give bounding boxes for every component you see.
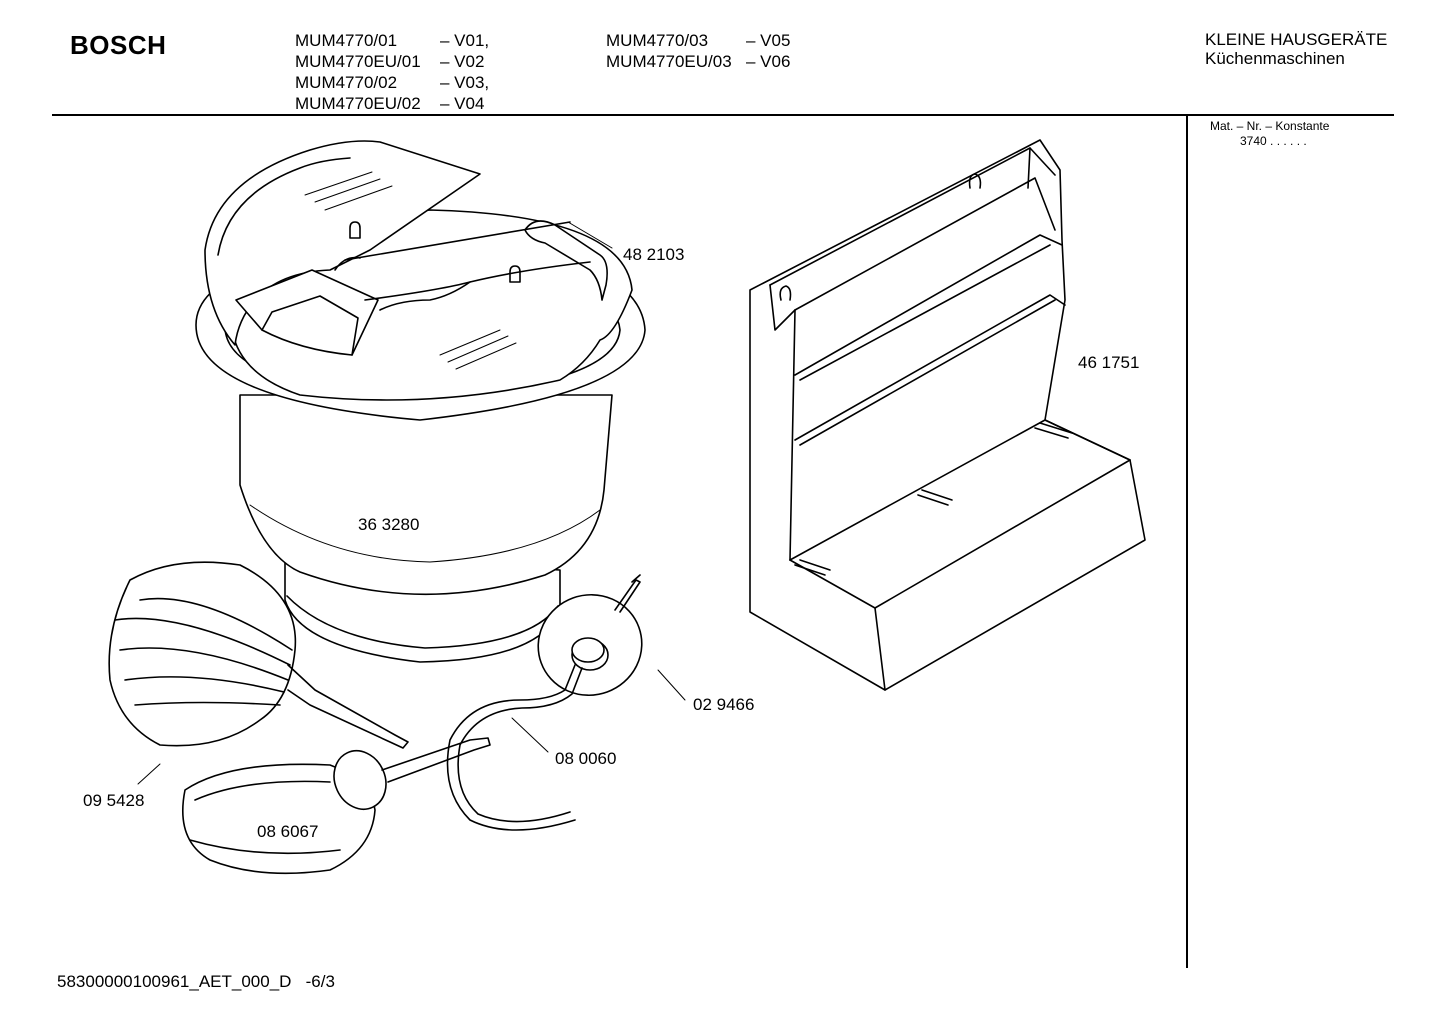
part-label-kneading-hook-small: 08 0060 — [555, 749, 616, 768]
model-version: – V05 — [746, 31, 791, 50]
category-subtitle: Küchenmaschinen — [1205, 49, 1345, 68]
model-row: MUM4770EU/02 – V04 — [295, 93, 489, 114]
model-list-left: MUM4770/01 – V01, MUM4770EU/01 – V02 MUM47… — [295, 30, 489, 114]
material-info: Mat. – Nr. – Konstante 3740 . . . . . . — [1210, 119, 1329, 149]
model-version: – V06 — [746, 52, 791, 71]
model-row: MUM4770EU/01 – V02 — [295, 51, 489, 72]
model-row: MUM4770/01 – V01, — [295, 30, 489, 51]
model-list-right: MUM4770/03 – V05 MUM4770EU/03 – V06 — [606, 30, 790, 72]
leader-lines — [137, 221, 686, 785]
part-label-whisk: 09 5428 — [83, 791, 144, 810]
category-title: KLEINE HAUSGERÄTE — [1205, 30, 1388, 49]
material-label: Mat. – Nr. – Konstante — [1210, 119, 1330, 133]
kneading-hook-drawing — [182, 737, 491, 875]
model-version: – V03, — [440, 73, 490, 92]
sidebar-divider — [1186, 116, 1188, 968]
part-label-lid: 48 2103 — [623, 245, 684, 264]
brand-logo: BOSCH — [70, 30, 167, 60]
whisk-drawing — [108, 561, 409, 749]
model-version: – V01, — [440, 31, 490, 50]
model-code: MUM4770/03 — [606, 31, 709, 50]
disc-whisk-drawing — [446, 574, 643, 831]
lid-drawing — [204, 140, 633, 401]
model-row: MUM4770EU/03 – V06 — [606, 51, 790, 72]
category: KLEINE HAUSGERÄTE Küchenmaschinen — [1205, 30, 1387, 68]
model-code: MUM4770/01 — [295, 31, 398, 50]
header-divider — [52, 114, 1394, 116]
model-code: MUM4770EU/03 — [606, 52, 732, 71]
exploded-parts-drawing: 48 2103 36 3280 46 1751 02 9466 08 0060 … — [83, 139, 1146, 875]
rack-drawing — [749, 139, 1146, 691]
page-number: -6/3 — [305, 972, 335, 991]
model-code: MUM4770EU/01 — [295, 52, 421, 71]
model-version: – V04 — [440, 94, 485, 113]
model-code: MUM4770/02 — [295, 73, 398, 92]
model-row: MUM4770/02 – V03, — [295, 72, 489, 93]
part-label-bowl: 36 3280 — [358, 515, 419, 534]
document-id: 58300000100961_AET_000_D — [57, 972, 292, 991]
model-code: MUM4770EU/02 — [295, 94, 421, 113]
document-footer: 58300000100961_AET_000_D -6/3 — [57, 972, 335, 992]
part-label-rack: 46 1751 — [1078, 353, 1139, 372]
part-label-disc-whisk: 02 9466 — [693, 695, 754, 714]
part-label-kneading-hook: 08 6067 — [257, 822, 318, 841]
model-version: – V02 — [440, 52, 485, 71]
model-row: MUM4770/03 – V05 — [606, 30, 790, 51]
material-value: 3740 . . . . . . — [1240, 134, 1307, 148]
